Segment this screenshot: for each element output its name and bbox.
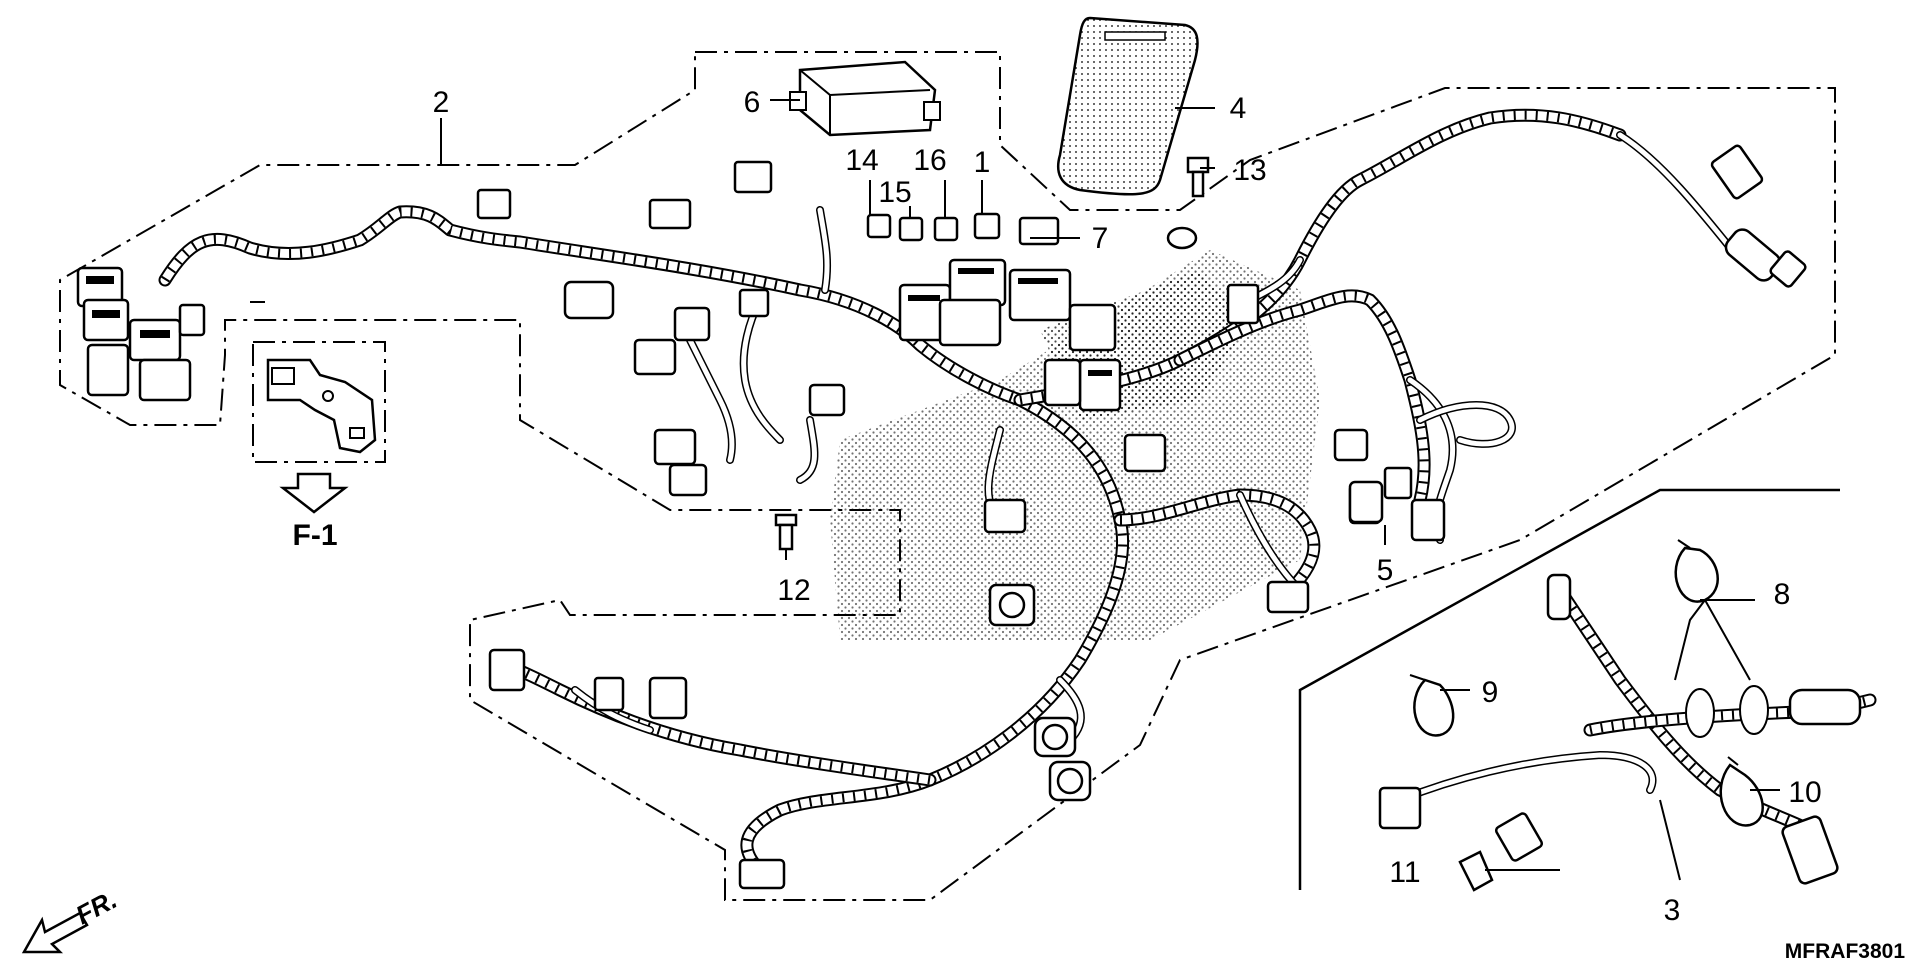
left-connector-cluster: [76, 266, 206, 402]
front-direction-indicator: FR.: [21, 884, 122, 954]
front-arrow-icon: [21, 911, 89, 954]
callout-12: 12: [777, 574, 810, 607]
callout-15: 15: [878, 176, 911, 209]
callout-16: 16: [913, 144, 946, 177]
relay-15: [898, 216, 924, 242]
relay-14: [866, 213, 892, 239]
callout-1: 1: [974, 146, 991, 179]
callout-10: 10: [1788, 776, 1821, 809]
cable-tie-8: [1674, 546, 1719, 603]
cable-tie-10: [1719, 763, 1764, 827]
clip-11: [1458, 850, 1494, 892]
callout-5: 5: [1377, 554, 1394, 587]
callout-3: 3: [1664, 894, 1681, 927]
part-fuse-box: [789, 60, 941, 137]
callout-4: 4: [1230, 92, 1247, 125]
callout-9: 9: [1482, 676, 1499, 709]
callout-13: 13: [1233, 154, 1266, 187]
group-boundaries: [59, 51, 1836, 901]
callouts: 2 6 4 13 14 15 16 1 7 5 12 8 9 10 11 3: [433, 86, 1822, 927]
part-connector-5: [1348, 480, 1384, 524]
part-bolt-13: [1186, 156, 1210, 198]
callout-7: 7: [1092, 222, 1109, 255]
leader-lines: [440, 99, 1780, 881]
cable-tie-9: [1413, 678, 1455, 737]
parts: [774, 16, 1384, 551]
callout-11: 11: [1389, 856, 1420, 889]
illustration-code: MFRAF3801: [1785, 940, 1906, 960]
connectors: [76, 144, 1807, 890]
part-cover: [1056, 16, 1199, 196]
central-junction: [898, 258, 1122, 412]
boundary-main-harness: [59, 51, 1836, 901]
part-bolt-12: [774, 513, 798, 551]
view-f1-box: [252, 341, 386, 514]
f1-arrow: [279, 472, 349, 514]
relay-1: [973, 212, 1001, 240]
callout-14: 14: [845, 144, 878, 177]
callout-2: 2: [433, 86, 450, 119]
subharness-3: [1378, 573, 1877, 885]
boundary-subharness-3: [1298, 488, 1840, 890]
view-ref-label: F-1: [293, 519, 338, 552]
callout-8: 8: [1774, 578, 1791, 611]
relay-16: [933, 216, 959, 242]
callout-6: 6: [744, 86, 761, 119]
relay-7: [1018, 216, 1060, 246]
